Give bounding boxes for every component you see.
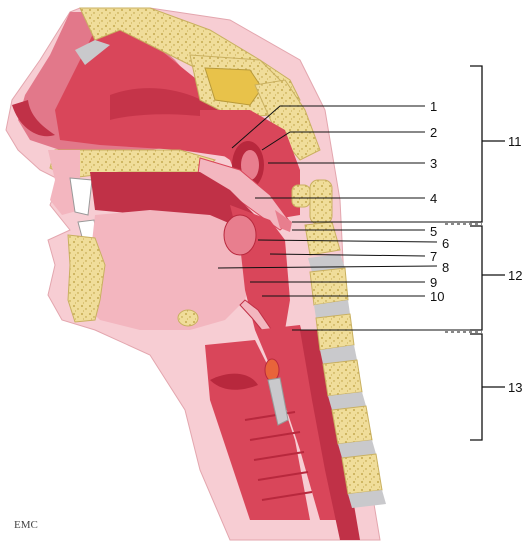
- label-2: 2: [430, 125, 437, 140]
- label-10: 10: [430, 289, 444, 304]
- cricoid-cartilage: [265, 359, 279, 381]
- label-8: 8: [442, 260, 449, 275]
- label-9: 9: [430, 275, 437, 290]
- label-11: 11: [508, 134, 522, 149]
- label-13: 13: [508, 380, 522, 395]
- palatine-tonsil: [224, 215, 256, 255]
- bracket-13: [470, 334, 482, 440]
- label-7: 7: [430, 249, 437, 264]
- label-5: 5: [430, 224, 437, 239]
- bracket-11: [470, 66, 482, 222]
- level-dashes: [445, 224, 482, 332]
- bracket-12: [470, 226, 482, 330]
- label-3: 3: [430, 156, 437, 171]
- label-6: 6: [442, 236, 449, 251]
- hyoid-bone: [178, 310, 198, 326]
- emc-logo: EMC: [14, 519, 38, 531]
- label-12: 12: [508, 268, 522, 283]
- region-brackets: [470, 66, 505, 440]
- labels: 1 2 3 4 5 6 7 8 9 10 11 12 13: [430, 99, 522, 395]
- label-1: 1: [430, 99, 437, 114]
- anatomy-illustration: [6, 8, 386, 540]
- label-4: 4: [430, 191, 437, 206]
